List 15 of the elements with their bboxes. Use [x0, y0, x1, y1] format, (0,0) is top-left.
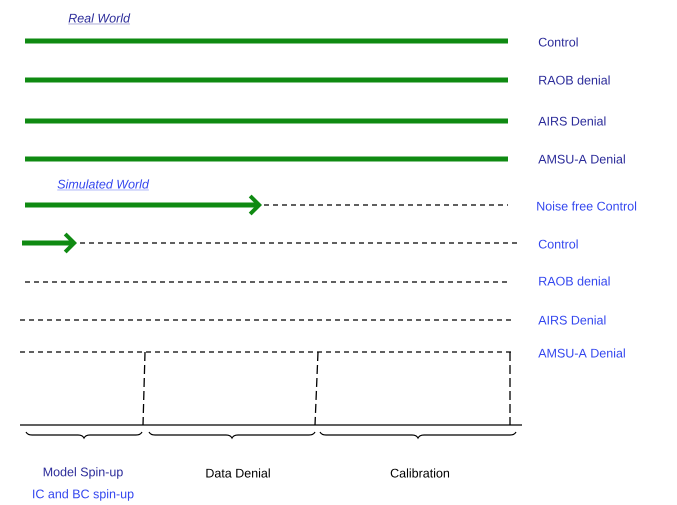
experiment-label: Control: [538, 37, 578, 47]
phase-label: Data Denial: [206, 468, 270, 478]
experiment-label: AMSU-A Denial: [538, 348, 625, 358]
experiment-label: Control: [538, 239, 578, 249]
experiment-label: AIRS Denial: [538, 116, 606, 126]
phase-label: Model Spin-up: [44, 467, 123, 479]
experiment-label: AMSU-A Denial: [538, 154, 625, 164]
section-heading: Real World: [68, 13, 130, 24]
experiment-label: Noise free Control: [537, 201, 636, 211]
phase-label: Calibration: [390, 468, 450, 478]
section-heading: Simulated World: [57, 179, 150, 190]
phase-label: IC and BC spin-up: [33, 489, 134, 501]
experiment-label: RAOB denial: [539, 276, 610, 286]
experiment-label: AIRS Denial: [538, 315, 606, 325]
experiment-label: RAOB denial: [539, 75, 610, 85]
